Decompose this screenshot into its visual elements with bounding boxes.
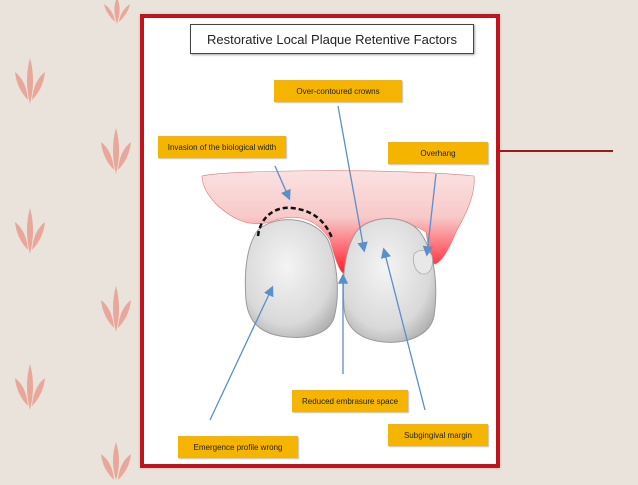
arrow-icon [209,285,274,421]
label-reduced-embrasure-space: Reduced embrasure space [292,390,408,412]
label-emergence-profile-wrong: Emergence profile wrong [178,436,298,458]
arrow-icon [274,165,291,201]
leaf-icon [12,56,48,111]
tooth-icon [342,218,437,343]
label-subgingival-margin: Subgingival margin [388,424,488,446]
tooth-icon [244,219,338,338]
tooth-illustration [201,105,475,421]
diagram-title: Restorative Local Plaque Retentive Facto… [190,24,474,54]
leaf-icon [100,0,134,31]
connector-line [496,150,613,152]
leaf-icon [98,440,134,485]
leaf-icon [12,362,48,417]
arrow-icon [380,247,426,411]
gingiva-icon [201,170,475,275]
label-overhang: Overhang [388,142,488,164]
label-over-contoured-crowns: Over-contoured crowns [274,80,402,102]
arrow-icon [422,173,437,257]
leaf-icon [98,284,134,339]
leaf-icon [12,206,48,261]
leaf-icon [98,126,134,181]
arrow-icon [337,105,368,253]
label-invasion-biological-width: Invasion of the biological width [158,136,286,158]
diagram-frame: Restorative Local Plaque Retentive Facto… [140,14,500,468]
biological-width-line [256,206,334,239]
